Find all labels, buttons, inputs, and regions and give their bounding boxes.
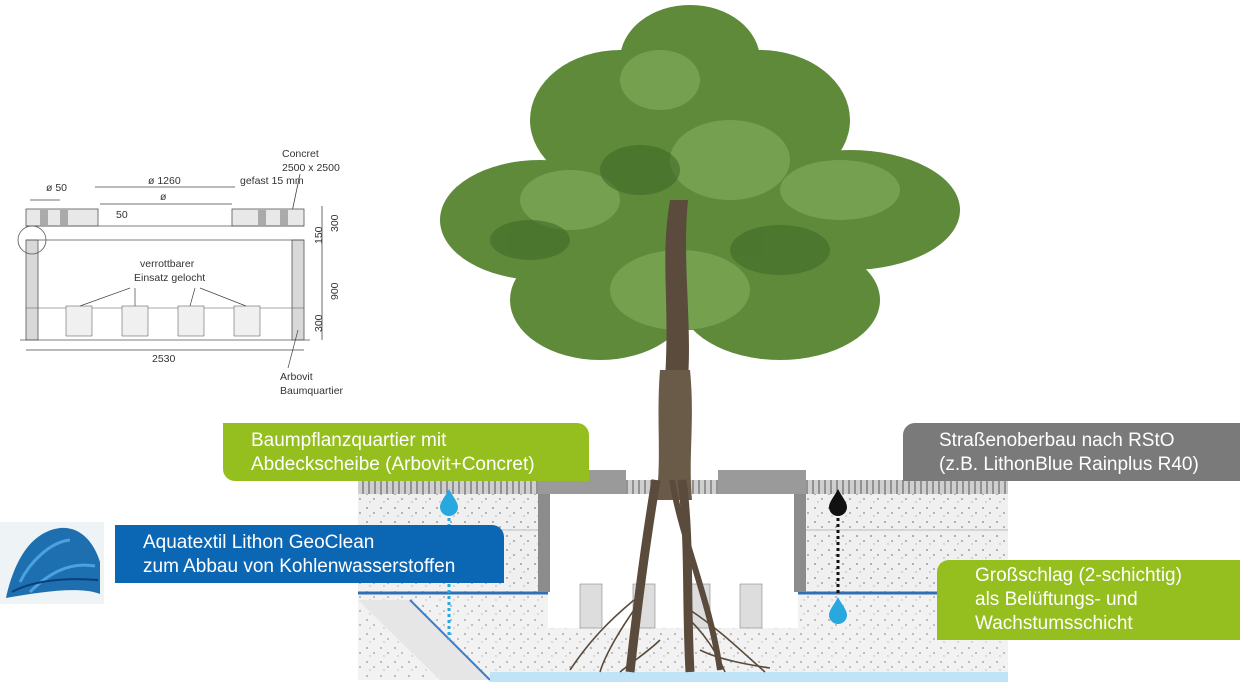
callout-baumpflanzquartier-line1: Baumpflanzquartier mit (251, 430, 447, 451)
technical-drawing: Concret 2500 x 2500 ø 50 ø 1260 gefast 1… (17, 148, 344, 397)
dim-d50: ø 50 (46, 182, 67, 194)
dim-d1260: ø 1260 (148, 175, 181, 187)
insert-label-line1: verrottbarer (140, 258, 195, 270)
dim-150: 150 (313, 226, 325, 244)
dim-2530: 2530 (152, 353, 176, 365)
dim-300-top: 300 (329, 214, 341, 232)
callout-strassenoberbau-line2: (z.B. LithonBlue Rainplus R40) (939, 454, 1199, 475)
arbovit-label-line1: Arbovit (280, 371, 313, 383)
callout-grossschlag-line2: als Belüftungs- und (975, 589, 1138, 610)
callout-aquatextil-line1: Aquatextil Lithon GeoClean (143, 532, 375, 553)
tree-illustration (440, 5, 960, 673)
perforated-inserts (65, 305, 261, 337)
dim-50: 50 (116, 209, 128, 221)
callout-grossschlag: Großschlag (2-schichtig) als Belüftungs-… (937, 560, 1240, 640)
dim-300-bottom: 300 (313, 314, 325, 332)
insert-label-line2: Einsatz gelocht (134, 272, 205, 284)
dim-gefast: gefast 15 mm (240, 175, 304, 187)
callout-grossschlag-line1: Großschlag (2-schichtig) (975, 565, 1182, 586)
dim-900: 900 (329, 282, 341, 300)
concret-size: 2500 x 2500 (282, 162, 340, 174)
callout-baumpflanzquartier: Baumpflanzquartier mit Abdeckscheibe (Ar… (223, 423, 589, 481)
callout-grossschlag-line3: Wachstumsschicht (975, 613, 1133, 634)
callout-aquatextil: Aquatextil Lithon GeoClean zum Abbau von… (115, 525, 504, 583)
dim-d: ø (160, 191, 167, 203)
geotextile-sample-image (0, 522, 104, 604)
arbovit-label-line2: Baumquartier (280, 385, 344, 397)
water-layer (490, 672, 1008, 682)
water-drop-icon (440, 489, 458, 516)
callout-strassenoberbau-line1: Straßenoberbau nach RStO (939, 430, 1175, 451)
oil-drop-icon (829, 489, 847, 516)
callout-strassenoberbau: Straßenoberbau nach RStO (z.B. LithonBlu… (903, 423, 1240, 481)
water-drop-icon (829, 597, 847, 624)
concret-title: Concret (282, 148, 319, 160)
callout-baumpflanzquartier-line2: Abdeckscheibe (Arbovit+Concret) (251, 454, 535, 475)
callout-aquatextil-line2: zum Abbau von Kohlenwasserstoffen (143, 556, 456, 577)
